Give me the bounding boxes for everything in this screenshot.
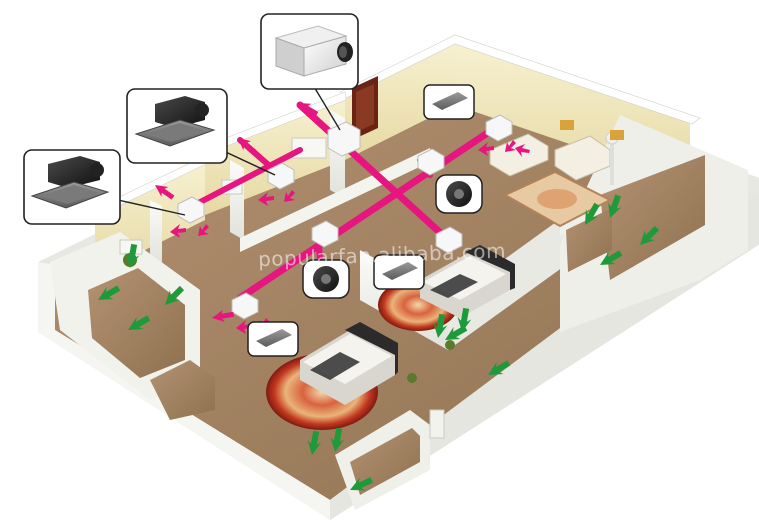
balcony-left-floor [150, 360, 215, 420]
vent-box [435, 226, 463, 254]
sofa [489, 133, 549, 177]
inline-duct-fan-icon [302, 259, 350, 299]
ceiling-grille-callout [373, 254, 425, 290]
cabinet-fan-callout [260, 13, 359, 131]
duct-branch [182, 147, 303, 213]
vent-box [311, 220, 339, 248]
plant [445, 340, 455, 350]
duct-cross [296, 101, 450, 242]
vent-box [417, 148, 445, 176]
vent-box [485, 114, 513, 142]
plant [407, 373, 417, 383]
ceiling-exhaust-fan-callout [126, 88, 276, 176]
bathtub [291, 137, 327, 159]
partition-wall [150, 200, 162, 265]
ceiling-grille-callout [423, 84, 475, 120]
duct-main [236, 122, 502, 302]
furniture [119, 120, 624, 439]
balcony-right-floor [566, 208, 612, 272]
balcony-right-floor [600, 155, 705, 280]
duct-system [177, 101, 513, 320]
vent-box [267, 162, 295, 190]
front-wall-left [38, 262, 330, 520]
balcony-front-floor [350, 428, 420, 495]
partition-wall [240, 148, 430, 252]
cabinet [429, 409, 445, 439]
vent-box [177, 196, 205, 224]
ceiling-exhaust-fan-callout [23, 149, 186, 225]
picture-frame [560, 120, 574, 130]
ceiling-grille-callout [247, 321, 299, 357]
inline-duct-fan-icon [435, 174, 483, 214]
partition-wall [230, 160, 244, 240]
vent-box [327, 121, 361, 157]
floor-lamp [610, 140, 614, 185]
picture-frame [610, 130, 624, 140]
